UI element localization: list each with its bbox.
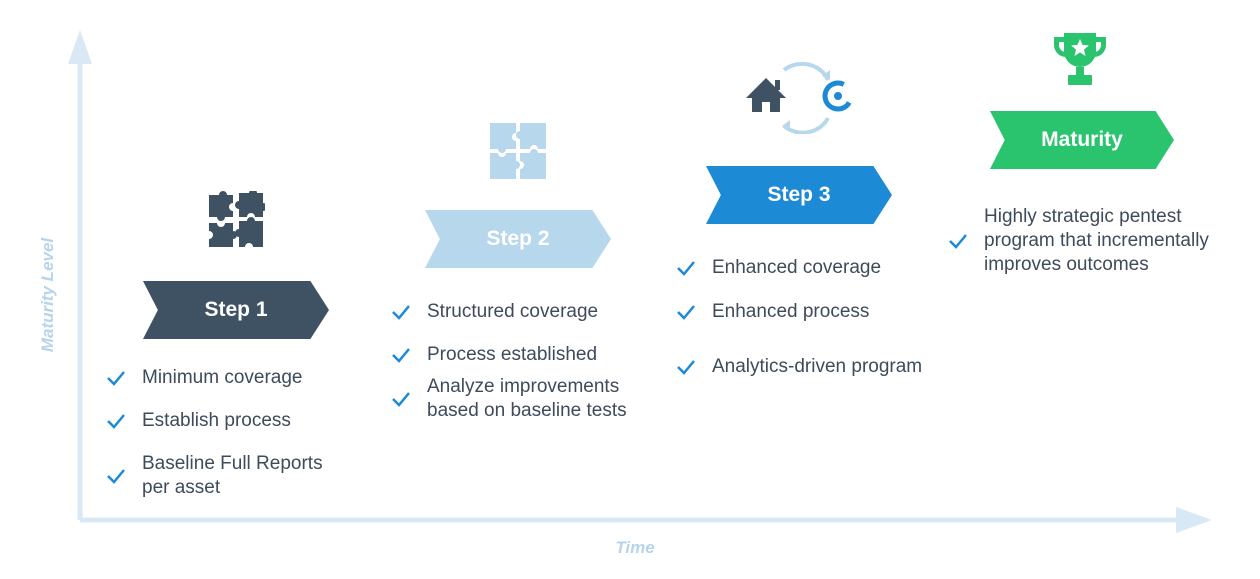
star-icon bbox=[1071, 39, 1089, 56]
check-icon bbox=[677, 261, 695, 276]
check-icon bbox=[107, 371, 125, 386]
maturity-label: Maturity bbox=[1041, 128, 1123, 151]
checklist-item: Analytics-driven program bbox=[676, 355, 956, 379]
x-axis-label: Time bbox=[615, 538, 655, 557]
maturity-chevron: Maturity bbox=[990, 111, 1174, 169]
y-axis-arrowhead bbox=[68, 30, 92, 64]
step-1-checklist: Minimum coverage Establish process Basel… bbox=[106, 366, 356, 500]
maturity-checklist: Highly strategic pentest program that in… bbox=[948, 205, 1238, 277]
step-3-checklist: Enhanced coverage Enhanced process Analy… bbox=[676, 256, 956, 379]
check-icon bbox=[392, 305, 410, 320]
step-3-chevron: Step 3 bbox=[706, 166, 892, 224]
check-icon bbox=[107, 414, 125, 429]
step-2-checklist: Structured coverage Process established … bbox=[391, 300, 653, 423]
check-icon bbox=[949, 234, 967, 249]
checklist-item: Enhanced coverage bbox=[676, 256, 956, 280]
check-icon bbox=[107, 469, 125, 484]
check-icon bbox=[392, 348, 410, 363]
step-1-chevron: Step 1 bbox=[143, 281, 329, 339]
y-axis-label: Maturity Level bbox=[38, 237, 57, 353]
check-icon bbox=[677, 360, 695, 375]
check-icon bbox=[392, 392, 410, 407]
c-logo-icon bbox=[822, 80, 854, 112]
home-cycle-icon bbox=[746, 61, 854, 134]
cycle-arrow-top-icon bbox=[782, 61, 830, 81]
step-2-label: Step 2 bbox=[486, 227, 550, 250]
checklist-item: Enhanced process bbox=[676, 300, 956, 324]
checklist-item: Structured coverage bbox=[391, 300, 653, 324]
checklist-item: Minimum coverage bbox=[106, 366, 356, 390]
checklist-item: Analyze improvements based on baseline t… bbox=[391, 375, 653, 423]
check-icon bbox=[677, 305, 695, 320]
step-2-chevron: Step 2 bbox=[425, 210, 611, 268]
puzzle-pieces-icon bbox=[209, 191, 265, 247]
x-axis-arrowhead bbox=[1176, 507, 1212, 533]
checklist-item: Establish process bbox=[106, 409, 356, 433]
trophy-icon bbox=[1054, 33, 1106, 85]
checklist-item: Highly strategic pentest program that in… bbox=[948, 205, 1232, 277]
home-icon bbox=[746, 78, 786, 112]
puzzle-assembled-icon bbox=[490, 123, 546, 179]
checklist-item: Baseline Full Reports per asset bbox=[106, 452, 342, 500]
step-3-label: Step 3 bbox=[767, 183, 831, 206]
cycle-arrow-bottom-icon bbox=[782, 116, 830, 134]
checklist-item: Process established bbox=[391, 343, 653, 367]
step-1-label: Step 1 bbox=[204, 298, 268, 321]
